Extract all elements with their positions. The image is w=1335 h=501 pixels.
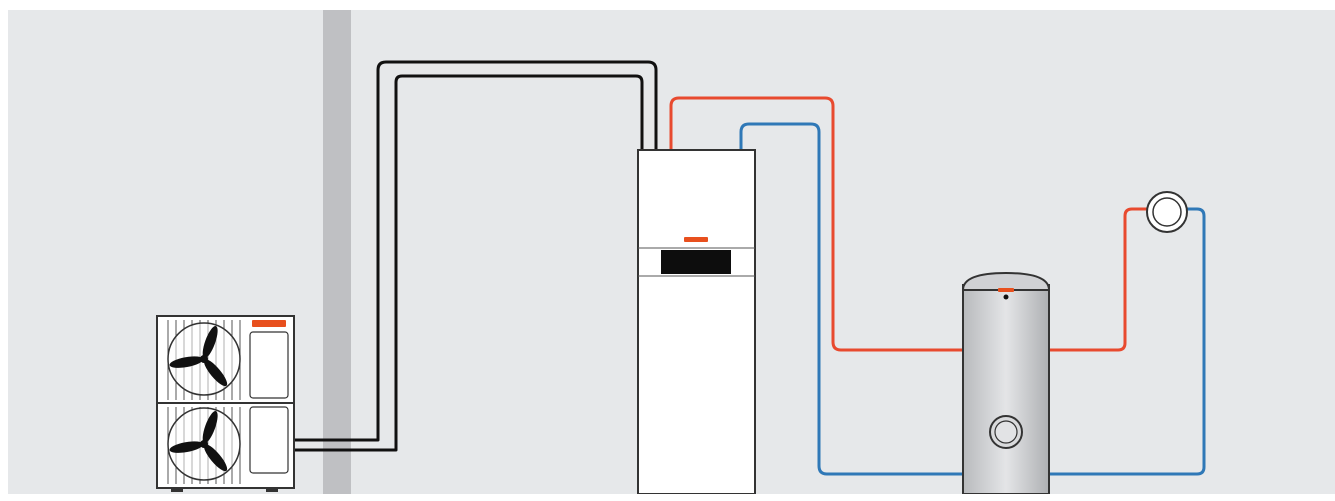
radiator-symbol bbox=[1146, 191, 1188, 233]
display-panel bbox=[661, 250, 731, 274]
brand-logo bbox=[252, 320, 286, 327]
fan-icon bbox=[167, 407, 241, 481]
secondary-flow-line bbox=[1049, 207, 1148, 352]
refrigerant-lines bbox=[293, 60, 658, 452]
dhw-cylinder bbox=[961, 271, 1051, 494]
system-diagram bbox=[8, 10, 1335, 494]
secondary-return-line bbox=[1049, 207, 1206, 476]
return-line bbox=[739, 122, 963, 476]
flow-line bbox=[669, 96, 963, 352]
fan-icon bbox=[167, 322, 241, 396]
indoor-unit bbox=[637, 149, 756, 494]
outdoor-unit bbox=[156, 315, 295, 492]
brand-logo bbox=[684, 237, 708, 242]
brand-logo bbox=[998, 288, 1014, 292]
wall bbox=[323, 10, 351, 494]
